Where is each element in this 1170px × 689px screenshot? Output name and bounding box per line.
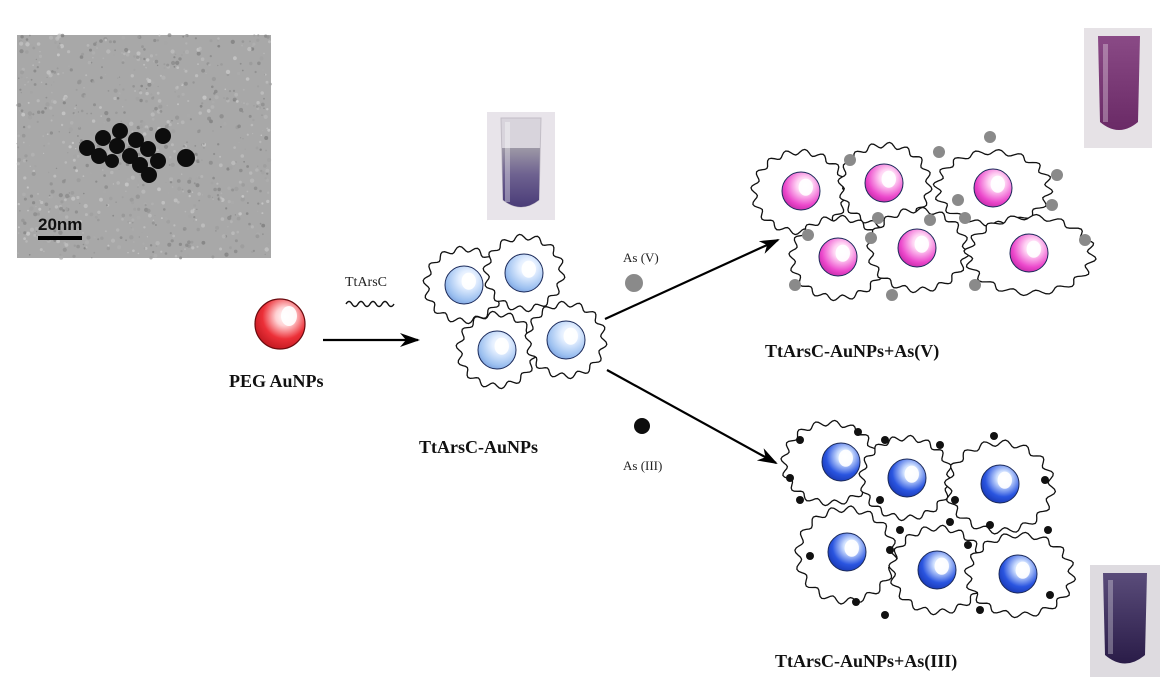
tem-image: 20nm	[15, 33, 272, 260]
as-v-ion	[872, 212, 884, 224]
result-as-v-label: TtArsC-AuNPs+As(V)	[765, 341, 939, 362]
as-iii-ion	[876, 496, 884, 504]
as-iii-ion	[806, 552, 814, 560]
ttarsc-label: TtArsC	[345, 275, 387, 290]
tem-grain	[15, 33, 272, 260]
as-v-ion	[844, 154, 856, 166]
aggregated-aunp-as-iii	[827, 532, 867, 572]
as-iii-ion	[896, 526, 904, 534]
as-v-ion	[952, 194, 964, 206]
result-as-iii-label: TtArsC-AuNPs+As(III)	[775, 651, 957, 672]
as-iii-ion	[1046, 591, 1054, 599]
aggregated-aunp-as-v	[781, 171, 821, 211]
as-iii-ion	[886, 546, 894, 554]
as-iii-ion	[946, 518, 954, 526]
nanoparticle-cluster	[79, 123, 195, 183]
aggregated-aunp-as-v	[1009, 233, 1049, 273]
as-v-ion-icon	[625, 274, 643, 292]
as-iii-ion	[796, 436, 804, 444]
peg-aunps-label: PEG AuNPs	[229, 371, 324, 391]
as-iii-ion	[951, 496, 959, 504]
as-iii-ion	[852, 598, 860, 606]
aggregated-aunp-as-iii	[998, 554, 1038, 594]
as-iii-ion	[796, 496, 804, 504]
as-iii-ion	[986, 521, 994, 529]
aggregated-aunp-as-iii	[980, 464, 1020, 504]
tube-photo-as-v	[1084, 28, 1152, 148]
as-iii-ion-icon	[634, 418, 650, 434]
as-iii-ion	[990, 432, 998, 440]
as-v-ion	[789, 279, 801, 291]
as-iii-aggregate	[780, 419, 1077, 619]
aggregated-aunp-as-iii	[821, 442, 861, 482]
scale-bar	[38, 236, 82, 240]
scale-label: 20nm	[38, 215, 82, 234]
as-v-ion	[924, 214, 936, 226]
as-iii-ion	[786, 474, 794, 482]
ttarsc-wave-icon	[345, 300, 395, 308]
ttarsc-aunps-cluster	[422, 233, 608, 390]
as-v-ion	[865, 232, 877, 244]
as-v-ion	[933, 146, 945, 158]
as-v-ion	[1046, 199, 1058, 211]
as-iii-ion	[881, 436, 889, 444]
peg-aunp-particle	[254, 298, 306, 350]
bound-aunp	[504, 253, 544, 293]
aggregated-aunp-as-v	[864, 163, 904, 203]
as-iii-ion	[1044, 526, 1052, 534]
arrow-to-as-iii	[606, 369, 778, 464]
bound-aunp	[444, 265, 484, 305]
as-v-ion	[984, 131, 996, 143]
as-v-label: As (V)	[623, 250, 659, 265]
bound-aunp	[546, 320, 586, 360]
as-iii-ion	[854, 428, 862, 436]
as-iii-ion	[976, 606, 984, 614]
as-v-ion	[1079, 234, 1091, 246]
aggregated-aunp-as-iii	[887, 458, 927, 498]
as-v-aggregate	[750, 131, 1097, 302]
as-iii-ion	[881, 611, 889, 619]
ttarsc-aunps-label: TtArsC-AuNPs	[419, 437, 538, 457]
aggregated-aunp-as-v	[818, 237, 858, 277]
as-iii-ion	[936, 441, 944, 449]
as-iii-ion	[1041, 476, 1049, 484]
tube-photo-initial	[487, 112, 555, 220]
tube-photo-as-iii	[1090, 565, 1160, 677]
aggregated-aunp-as-v	[897, 228, 937, 268]
as-iii-ion	[964, 541, 972, 549]
as-iii-label: As (III)	[623, 458, 662, 473]
as-v-ion	[959, 212, 971, 224]
aggregated-aunp-as-iii	[917, 550, 957, 590]
as-v-ion	[1051, 169, 1063, 181]
as-v-ion	[802, 229, 814, 241]
aggregated-aunp-as-v	[973, 168, 1013, 208]
as-v-ion	[969, 279, 981, 291]
as-v-ion	[886, 289, 898, 301]
arrow-to-as-v	[604, 238, 780, 321]
bound-aunp	[477, 330, 517, 370]
